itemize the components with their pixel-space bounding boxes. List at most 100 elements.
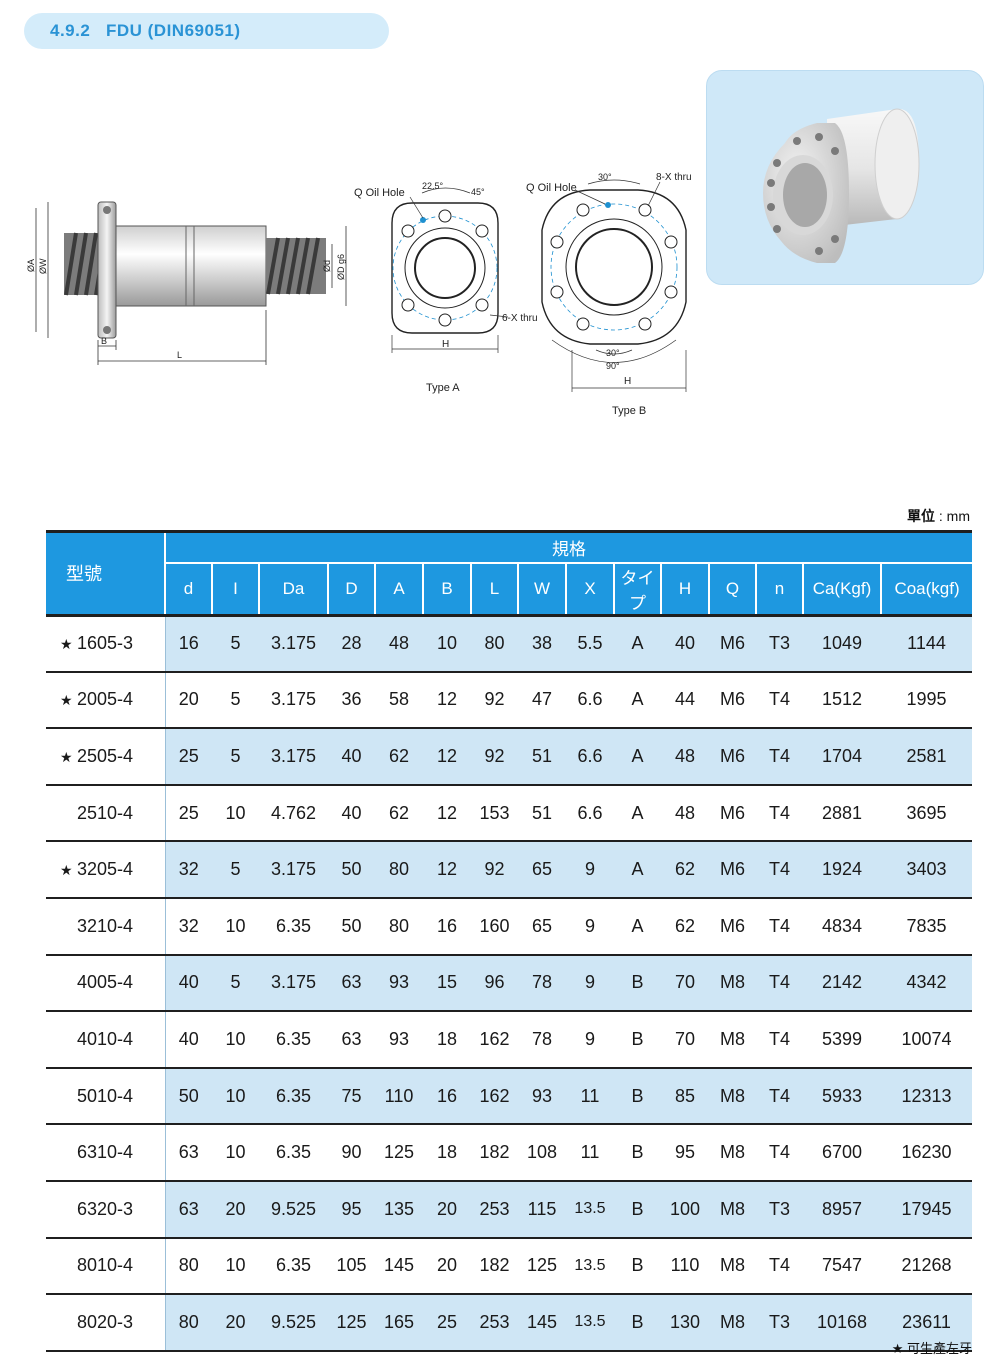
spec-cell: B bbox=[614, 1293, 661, 1351]
spec-cell: 153 bbox=[471, 783, 518, 842]
product-photo-panel bbox=[706, 70, 984, 285]
spec-cell: 6.6 bbox=[566, 670, 614, 729]
spec-cell: M6 bbox=[709, 613, 756, 672]
spec-cell: 6.35 bbox=[259, 1010, 328, 1068]
spec-cell: 105 bbox=[328, 1236, 375, 1295]
spec-cell: 80 bbox=[471, 613, 518, 672]
spec-cell: M8 bbox=[709, 1123, 756, 1181]
spec-cell: 44 bbox=[661, 670, 709, 729]
type-a-h-label: H bbox=[442, 339, 449, 350]
model-cell: 4010-4 bbox=[46, 1010, 166, 1068]
type-b-caption: Type B bbox=[612, 405, 646, 417]
spec-cell: 2881 bbox=[803, 783, 881, 842]
model-number: 2505-4 bbox=[77, 745, 134, 766]
spec-cell: B bbox=[614, 1123, 661, 1181]
dim-b-label: B bbox=[101, 336, 107, 346]
spec-cell: 58 bbox=[375, 670, 423, 729]
spec-cell: 3.175 bbox=[259, 727, 328, 785]
spec-cell: T4 bbox=[756, 670, 803, 729]
spec-cell: 80 bbox=[165, 1293, 212, 1351]
spec-cell: M8 bbox=[709, 1010, 756, 1068]
section-title: 4.9.2 FDU (DIN69051) bbox=[24, 13, 389, 49]
model-cell: 6310-4 bbox=[46, 1123, 166, 1181]
spec-cell: 6.35 bbox=[259, 896, 328, 955]
spec-cell: 1049 bbox=[803, 613, 881, 672]
spec-cell: 20 bbox=[212, 1293, 259, 1351]
spec-cell: B bbox=[614, 1010, 661, 1068]
type-b-drawing: Q Oil Hole 30° 8-X thru 30° 90° H Type B bbox=[520, 170, 710, 425]
model-column-header: 型號 bbox=[46, 531, 165, 615]
spec-cell: 32 bbox=[165, 896, 212, 955]
spec-cell: 50 bbox=[328, 840, 375, 898]
spec-cell: 100 bbox=[661, 1179, 709, 1238]
column-header: タイプ bbox=[613, 561, 661, 615]
spec-cell: T3 bbox=[756, 1293, 803, 1351]
spec-cell: M6 bbox=[709, 840, 756, 898]
spec-cell: 5.5 bbox=[566, 613, 614, 672]
spec-cell: 62 bbox=[375, 783, 423, 842]
spec-cell: 4342 bbox=[881, 953, 973, 1012]
spec-cell: 10 bbox=[423, 613, 471, 672]
type-b-oil-hole-label: Q Oil Hole bbox=[526, 182, 577, 194]
column-header: H bbox=[660, 561, 709, 615]
side-view-drawing: ØA ØW Ød ØD g6 B L bbox=[20, 190, 360, 370]
spec-cell: 10 bbox=[212, 783, 259, 842]
type-a-angle1: 22.5° bbox=[422, 181, 444, 191]
spec-cell: T4 bbox=[756, 1066, 803, 1125]
spec-cell: 5933 bbox=[803, 1066, 881, 1125]
spec-cell: 125 bbox=[518, 1236, 566, 1295]
spec-cell: 18 bbox=[423, 1010, 471, 1068]
model-number: 8010-4 bbox=[77, 1255, 134, 1276]
dim-dg6-label: ØD g6 bbox=[336, 254, 346, 280]
model-cell: 6320-3 bbox=[46, 1179, 166, 1238]
spec-cell: 63 bbox=[165, 1179, 212, 1238]
spec-cell: 78 bbox=[518, 953, 566, 1012]
type-b-angle30: 30° bbox=[606, 348, 620, 358]
spec-cell: 7547 bbox=[803, 1236, 881, 1295]
type-b-h-label: H bbox=[624, 376, 631, 387]
spec-cell: 9.525 bbox=[259, 1179, 328, 1238]
spec-cell: 10 bbox=[212, 1123, 259, 1181]
spec-cell: 1704 bbox=[803, 727, 881, 785]
spec-cell: 5 bbox=[212, 840, 259, 898]
spec-cell: 115 bbox=[518, 1179, 566, 1238]
spec-cell: M8 bbox=[709, 1293, 756, 1351]
spec-cell: M8 bbox=[709, 1236, 756, 1295]
spec-cell: 145 bbox=[375, 1236, 423, 1295]
model-cell: 8010-4 bbox=[46, 1236, 166, 1295]
footnote: ★ 可生產左牙 bbox=[891, 1341, 972, 1356]
column-header: I bbox=[211, 561, 259, 615]
spec-cell: T4 bbox=[756, 1123, 803, 1181]
spec-cell: 20 bbox=[165, 670, 212, 729]
spec-cell: 9 bbox=[566, 953, 614, 1012]
spec-cell: 6.35 bbox=[259, 1123, 328, 1181]
spec-cell: 63 bbox=[328, 1010, 375, 1068]
dim-l-label: L bbox=[177, 350, 182, 360]
model-cell: 2510-4 bbox=[46, 783, 166, 842]
spec-cell: 6.6 bbox=[566, 727, 614, 785]
spec-cell: 62 bbox=[661, 896, 709, 955]
spec-cell: 16230 bbox=[881, 1123, 973, 1181]
spec-cell: 80 bbox=[375, 840, 423, 898]
spec-cell: 28 bbox=[328, 613, 375, 672]
spec-cell: 4834 bbox=[803, 896, 881, 955]
spec-cell: T4 bbox=[756, 1010, 803, 1068]
spec-cell: 50 bbox=[165, 1066, 212, 1125]
column-header: Da bbox=[258, 561, 328, 615]
spec-cell: A bbox=[614, 727, 661, 785]
spec-cell: 95 bbox=[661, 1123, 709, 1181]
spec-cell: 38 bbox=[518, 613, 566, 672]
spec-cell: 16 bbox=[165, 613, 212, 672]
unit-label-text: 單位 bbox=[907, 508, 935, 524]
spec-cell: 21268 bbox=[881, 1236, 973, 1295]
spec-cell: 48 bbox=[661, 727, 709, 785]
spec-cell: 20 bbox=[423, 1179, 471, 1238]
spec-cell: 12 bbox=[423, 727, 471, 785]
